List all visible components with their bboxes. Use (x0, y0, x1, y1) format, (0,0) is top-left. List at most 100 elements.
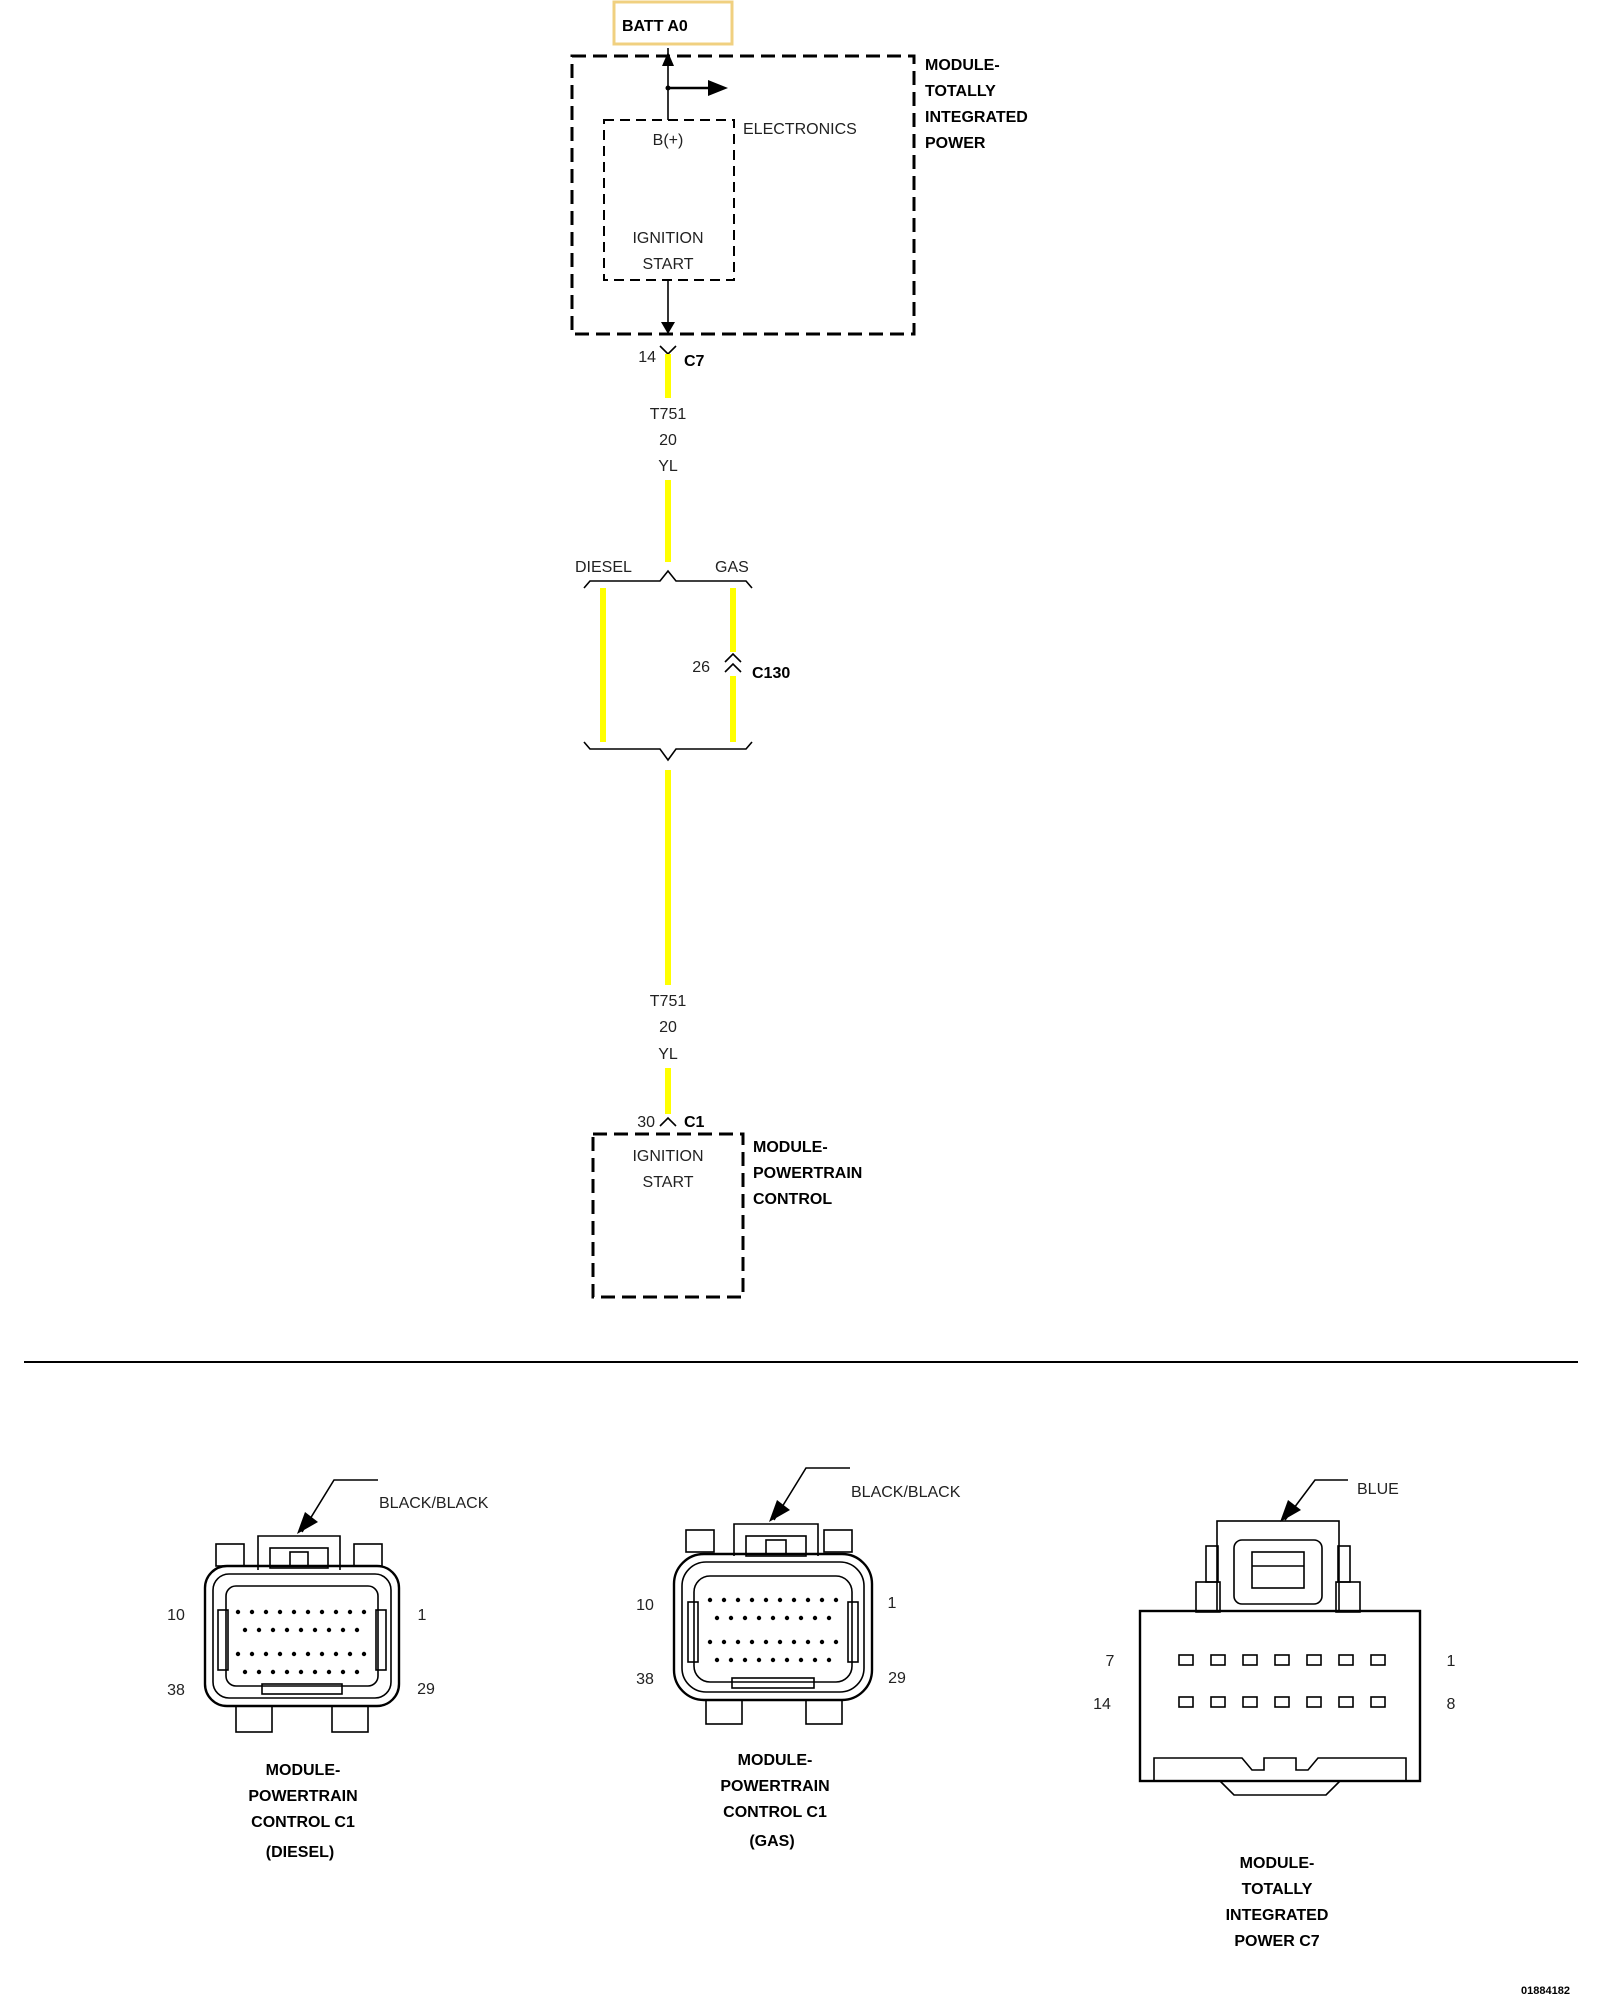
view2-pointer-arrow-icon (769, 1500, 790, 1522)
tipm-name-line-1: MODULE- (925, 57, 1000, 74)
up-arrow-icon (662, 52, 674, 66)
tipm-name-line-2: TOTALLY (925, 83, 996, 100)
view1-pin (291, 1651, 297, 1657)
view2-pin (826, 1615, 832, 1621)
connector-view-tipm-c7: BLUE 7 1 14 8 MODULE- TOTALLY INTEGRATED… (1093, 1479, 1456, 1950)
view2-pin-bottom-right: 29 (888, 1670, 906, 1687)
view1-lock-tab (269, 1547, 329, 1569)
view1-pin (312, 1669, 318, 1675)
view2-caption-line-1: MODULE- (738, 1752, 813, 1769)
view2-pin (728, 1615, 734, 1621)
view3-pin (1338, 1696, 1354, 1708)
view1-pin (235, 1651, 241, 1657)
branch-brace-top: DIESEL GAS (575, 559, 753, 589)
tipm-electronics-label: ELECTRONICS (743, 121, 857, 138)
view2-caption-line-2: POWERTRAIN (720, 1778, 829, 1795)
view1-pin (284, 1627, 290, 1633)
view2-pointer-line (773, 1467, 850, 1521)
view2-pins (707, 1597, 839, 1663)
view1-pin (235, 1609, 241, 1615)
view1-pin (270, 1669, 276, 1675)
view1-pin-bottom-right: 29 (417, 1681, 435, 1698)
tipm-ignition-label: IGNITION (632, 230, 703, 247)
view1-pin (347, 1651, 353, 1657)
view2-pin (735, 1639, 741, 1645)
view3-lock-ear-right (1337, 1545, 1351, 1583)
view1-pin (305, 1651, 311, 1657)
c1-connector-symbol (659, 1116, 677, 1127)
view2-pin (833, 1597, 839, 1603)
view3-pin (1338, 1654, 1354, 1666)
view2-pin (749, 1597, 755, 1603)
view2-pin-cavity (693, 1575, 853, 1683)
view2-pin (756, 1615, 762, 1621)
view1-pin (284, 1669, 290, 1675)
view3-pin (1370, 1696, 1386, 1708)
pcm-name-line-3: CONTROL (753, 1191, 832, 1208)
view3-pin-top-right: 1 (1447, 1653, 1456, 1670)
view1-pin (263, 1609, 269, 1615)
view2-pin (721, 1639, 727, 1645)
c7-pin-number: 14 (638, 349, 656, 366)
batt-a0-box (612, 0, 734, 46)
view2-pin (770, 1615, 776, 1621)
pcm-name-line-1: MODULE- (753, 1139, 828, 1156)
view3-pin (1242, 1696, 1258, 1708)
view1-pin (333, 1609, 339, 1615)
view1-pin (333, 1651, 339, 1657)
c1-connector-name: C1 (684, 1114, 705, 1131)
view2-pin (784, 1615, 790, 1621)
view3-pin-bottom-right: 8 (1447, 1696, 1456, 1713)
batt-a0-source: BATT A0 (612, 0, 734, 46)
view1-pin (340, 1669, 346, 1675)
wire-top-gauge: 20 (659, 432, 677, 449)
pcm-start-label: START (643, 1174, 694, 1191)
view3-pin (1306, 1654, 1322, 1666)
wire-top-label: T751 20 YL (650, 406, 687, 475)
view2-caption-line-3: CONTROL C1 (723, 1804, 827, 1821)
connector-c1: 30 C1 (637, 1114, 704, 1131)
c7-connector-symbol (659, 345, 677, 356)
view2-pin (819, 1597, 825, 1603)
tipm-name-line-3: INTEGRATED (925, 109, 1028, 126)
view3-pin (1370, 1654, 1386, 1666)
view2-color-label: BLACK/BLACK (851, 1484, 961, 1501)
view1-pin (263, 1651, 269, 1657)
view1-lock-housing (257, 1535, 341, 1570)
branch-diesel-label: DIESEL (575, 559, 632, 576)
wire-bottom-circuit: T751 (650, 993, 687, 1010)
tipm-outline (570, 54, 916, 336)
view1-pin-cavity (225, 1585, 379, 1687)
view1-latch-right (353, 1543, 383, 1567)
view2-rib-left (687, 1601, 699, 1663)
c130-pin-number: 26 (692, 659, 710, 676)
view2-pin (812, 1615, 818, 1621)
view1-caption-line-3: CONTROL C1 (251, 1814, 355, 1831)
view3-lock-ear-left (1205, 1545, 1219, 1583)
view2-pin (707, 1639, 713, 1645)
view2-pin (812, 1657, 818, 1663)
connector-view-pcm-c1-gas: BLACK/BLACK 10 1 38 29 MODULE- POWERTRAI… (636, 1467, 961, 1850)
branch-brace-top-line (583, 569, 753, 589)
view2-pin (777, 1597, 783, 1603)
view3-pointer-line (1284, 1479, 1348, 1521)
view3-lock-center (1251, 1551, 1305, 1589)
view1-pin (326, 1669, 332, 1675)
view1-color-label: BLACK/BLACK (379, 1495, 489, 1512)
view1-pin (326, 1627, 332, 1633)
view1-pin-grid (235, 1609, 367, 1675)
view3-pin (1306, 1696, 1322, 1708)
wire-bottom-color: YL (658, 1046, 678, 1063)
view2-body-inner (681, 1561, 865, 1693)
view3-pin (1210, 1696, 1226, 1708)
view3-caption-line-2: TOTALLY (1242, 1881, 1313, 1898)
view1-pin-top-left: 10 (167, 1607, 185, 1624)
c7-connector-name: C7 (684, 353, 705, 370)
view3-caption-line-4: POWER C7 (1234, 1933, 1319, 1950)
view1-pin (354, 1669, 360, 1675)
view2-lock-housing (733, 1523, 819, 1556)
view1-pins (235, 1609, 367, 1675)
pcm-ignition-label: IGNITION (632, 1148, 703, 1165)
view1-bottom-key (261, 1683, 343, 1695)
